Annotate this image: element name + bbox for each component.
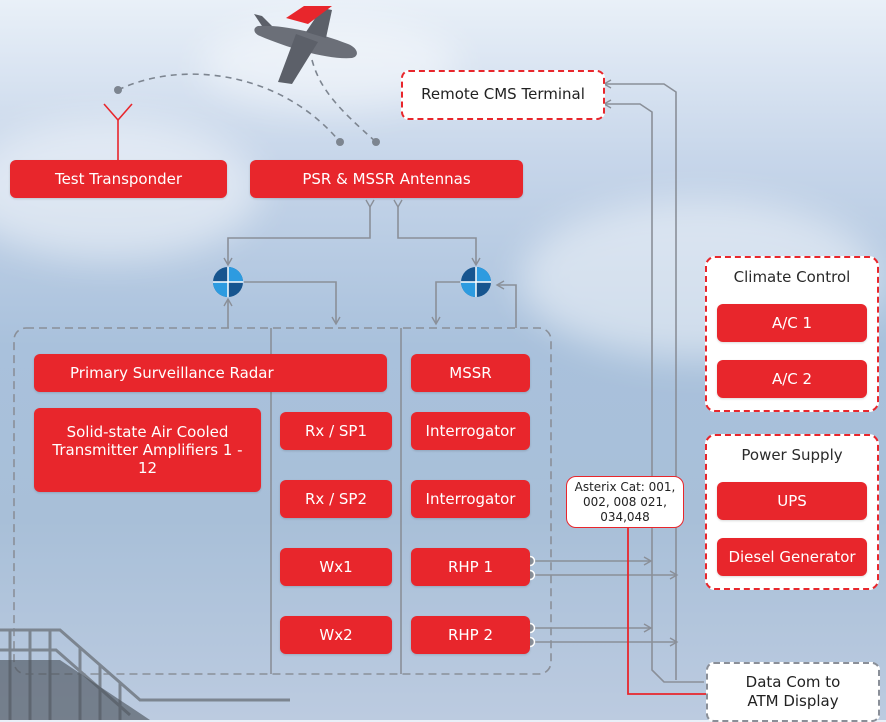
power-supply-title: Power Supply (741, 446, 843, 464)
ac2-block: A/C 2 (717, 360, 867, 398)
rx-sp1-label: Rx / SP1 (305, 422, 367, 440)
ac1-label: A/C 1 (771, 314, 813, 332)
test-transponder-block: Test Transponder (10, 160, 227, 198)
wireless-link-transponder (117, 73, 341, 143)
rhp1-block: RHP 1 (411, 548, 530, 586)
rhp2-block: RHP 2 (411, 616, 530, 654)
test-transponder-label: Test Transponder (54, 170, 183, 188)
rx-sp2-block: Rx / SP2 (280, 480, 392, 518)
link-coupler-right-up (495, 280, 517, 328)
mssr-block: MSSR (411, 354, 530, 392)
climate-control-title: Climate Control (733, 268, 851, 286)
antennas-block: PSR & MSSR Antennas (250, 160, 523, 198)
link-node (114, 86, 122, 94)
rhp2-label: RHP 2 (447, 626, 494, 644)
wireless-link-aircraft (311, 59, 377, 143)
coupler-icon-right (461, 267, 491, 297)
ups-block: UPS (717, 482, 867, 520)
link-node (336, 138, 344, 146)
cms-link (602, 79, 677, 680)
mssr-label: MSSR (449, 364, 492, 382)
rhp1-label: RHP 1 (447, 558, 494, 576)
psr-label: Primary Surveillance Radar (70, 364, 274, 382)
power-supply-panel: Power Supply UPS Diesel Generator (705, 434, 879, 590)
data-com-label: Data Com to ATM Display (745, 672, 841, 711)
link-coupler-right-left (431, 281, 460, 326)
coupler-icon-left (213, 267, 243, 297)
stair-structure (0, 628, 290, 720)
wx2-label: Wx2 (319, 626, 353, 644)
wx2-block: Wx2 (280, 616, 392, 654)
wx1-block: Wx1 (280, 548, 392, 586)
link-coupler-left-right (244, 281, 341, 326)
remote-cms-label: Remote CMS Terminal (421, 85, 585, 104)
interrogator-2-label: Interrogator (425, 490, 516, 508)
equipment-enclosure (13, 327, 552, 675)
remote-cms-terminal: Remote CMS Terminal (401, 70, 605, 120)
diesel-generator-label: Diesel Generator (728, 548, 856, 566)
transmitter-block: Solid-state Air Cooled Transmitter Ampli… (34, 408, 261, 492)
rx-sp1-block: Rx / SP1 (280, 412, 392, 450)
link-antenna-coupler-right (393, 199, 481, 267)
ac2-label: A/C 2 (771, 370, 813, 388)
interrogator-1-label: Interrogator (425, 422, 516, 440)
diesel-generator-block: Diesel Generator (717, 538, 867, 576)
climate-control-panel: Climate Control A/C 1 A/C 2 (705, 256, 879, 412)
link-antenna-coupler-left (223, 199, 375, 267)
link-node (372, 138, 380, 146)
asterix-label: Asterix Cat: 001, 002, 008 021, 034,048 (574, 479, 676, 524)
antennas-label: PSR & MSSR Antennas (302, 170, 471, 188)
antenna-icon (103, 103, 133, 164)
interrogator-block-1: Interrogator (411, 412, 530, 450)
data-com-box: Data Com to ATM Display (706, 662, 880, 722)
data-com-link (627, 525, 706, 695)
aircraft-icon (254, 6, 357, 84)
psr-block: Primary Surveillance Radar (34, 354, 387, 392)
cms-link (602, 99, 704, 683)
wx1-label: Wx1 (319, 558, 353, 576)
transmitter-label: Solid-state Air Cooled Transmitter Ampli… (52, 423, 243, 477)
interrogator-block-2: Interrogator (411, 480, 530, 518)
ups-label: UPS (777, 492, 807, 510)
asterix-callout: Asterix Cat: 001, 002, 008 021, 034,048 (566, 476, 684, 528)
rx-sp2-label: Rx / SP2 (305, 490, 367, 508)
ac1-block: A/C 1 (717, 304, 867, 342)
